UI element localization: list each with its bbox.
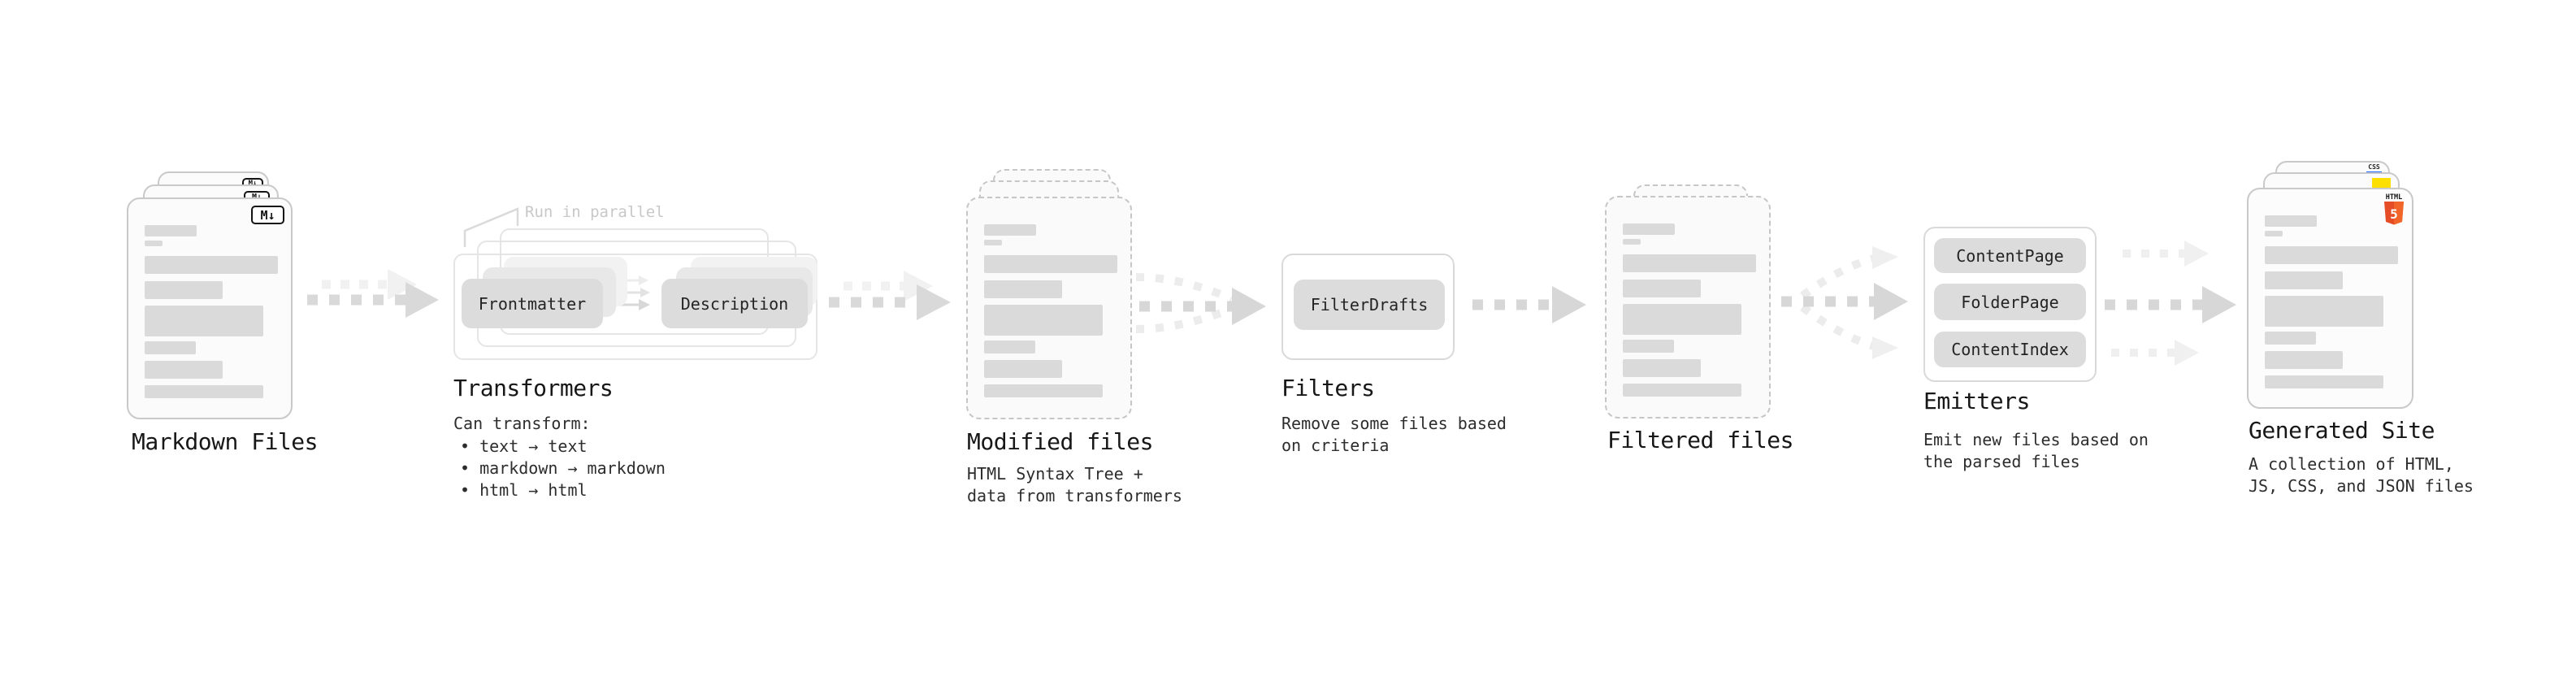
text-placeholder-bar (984, 305, 1103, 336)
text-placeholder-bar (1623, 280, 1701, 297)
bullet-markdown-to-markdown: • markdown → markdown (460, 458, 666, 478)
markdown-icon: M↓ (251, 206, 284, 224)
bullet-text-to-text: • text → text (460, 436, 588, 456)
text-placeholder-bar (1623, 359, 1701, 377)
text-placeholder-bar (145, 306, 263, 336)
modified-desc-line-1: HTML Syntax Tree + (967, 464, 1143, 484)
text-placeholder-bar (145, 361, 223, 379)
transformers-bullets: • text → text • markdown → markdown • ht… (460, 436, 666, 501)
text-placeholder-bars (1607, 223, 1769, 397)
modified-files-description: HTML Syntax Tree + data from transformer… (967, 463, 1182, 507)
stage-title-modified-files: Modified files (967, 428, 1154, 455)
stage-title-transformers: Transformers (453, 375, 614, 401)
emitters-description: Emit new files based on the parsed files (1923, 429, 2149, 473)
modified-doc-front (966, 197, 1132, 419)
description-box: Description (661, 279, 808, 328)
stage-title-filters: Filters (1281, 375, 1375, 401)
filters-description: Remove some files based on criteria (1281, 413, 1507, 457)
generated-doc-front: HTML 5 (2247, 188, 2413, 409)
filtered-doc-front (1605, 196, 1771, 419)
text-placeholder-bar (2265, 351, 2343, 369)
emitters-desc-line-1: Emit new files based on (1923, 430, 2149, 449)
text-placeholder-bar (2265, 296, 2383, 327)
text-placeholder-bar (1623, 239, 1641, 245)
text-placeholder-bar (1623, 254, 1756, 272)
text-placeholder-bars (2249, 215, 2412, 388)
contentpage-box: ContentPage (1934, 238, 2086, 273)
bullet-html-to-html: • html → html (460, 480, 588, 500)
contentindex-box: ContentIndex (1934, 332, 2086, 367)
markdown-doc-front: M↓ (127, 197, 293, 419)
run-in-parallel-label: Run in parallel (525, 203, 665, 221)
transformer-frame-front (453, 254, 817, 360)
text-placeholder-bar (1623, 223, 1675, 235)
modified-desc-line-2: data from transformers (967, 486, 1182, 505)
text-placeholder-bar (145, 225, 197, 236)
transformers-desc-line: Can transform: (453, 414, 591, 433)
arrow-filtered-to-emitters (1781, 246, 1908, 359)
text-placeholder-bar (145, 256, 278, 274)
generated-desc-line-2: JS, CSS, and JSON files (2249, 476, 2474, 496)
text-placeholder-bar (984, 384, 1103, 397)
transformers-description: Can transform: (453, 413, 591, 435)
html5-icon-label: HTML (2386, 193, 2402, 202)
text-placeholder-bar (2265, 332, 2316, 345)
stage-title-emitters: Emitters (1923, 388, 2030, 414)
text-placeholder-bars (968, 224, 1130, 397)
text-placeholder-bar (1623, 304, 1741, 335)
emitters-desc-line-2: the parsed files (1923, 452, 2080, 471)
text-placeholder-bar (145, 341, 196, 354)
folderpage-box: FolderPage (1934, 284, 2086, 320)
filters-desc-line-1: Remove some files based (1281, 414, 1507, 433)
text-placeholder-bar (984, 360, 1062, 378)
text-placeholder-bar (2265, 231, 2283, 236)
text-placeholder-bar (984, 240, 1002, 245)
html5-icon: HTML 5 (2384, 193, 2404, 225)
text-placeholder-bar (984, 280, 1062, 298)
filterdrafts-box: FilterDrafts (1294, 280, 1445, 330)
arrow-markdown-to-transformers (307, 269, 439, 318)
text-placeholder-bar (984, 224, 1036, 236)
filters-desc-line-2: on criteria (1281, 436, 1390, 455)
text-placeholder-bar (1623, 384, 1741, 397)
arrow-filters-to-filtered (1472, 286, 1586, 323)
arrow-transformers-to-modified (829, 271, 951, 320)
text-placeholder-bar (2265, 215, 2317, 227)
text-placeholder-bar (2265, 271, 2343, 289)
text-placeholder-bar (984, 255, 1117, 273)
text-placeholder-bars (128, 225, 291, 398)
arrow-modified-to-filters (1135, 273, 1266, 333)
text-placeholder-bar (1623, 340, 1674, 353)
text-placeholder-bar (2265, 375, 2383, 388)
arrow-emitters-to-generated (2105, 241, 2236, 366)
html5-icon-number: 5 (2390, 206, 2398, 222)
text-placeholder-bar (984, 340, 1035, 354)
js-icon (2372, 178, 2391, 189)
generated-site-description: A collection of HTML, JS, CSS, and JSON … (2249, 453, 2474, 497)
text-placeholder-bar (2265, 246, 2398, 264)
stage-title-markdown-files: Markdown Files (132, 428, 319, 455)
text-placeholder-bar (145, 241, 163, 246)
text-placeholder-bar (145, 385, 263, 398)
frontmatter-box: Frontmatter (462, 279, 603, 328)
stage-title-filtered-files: Filtered files (1607, 427, 1794, 453)
stage-title-generated-site: Generated Site (2249, 417, 2435, 444)
text-placeholder-bar (145, 281, 223, 299)
generated-desc-line-1: A collection of HTML, (2249, 454, 2454, 474)
